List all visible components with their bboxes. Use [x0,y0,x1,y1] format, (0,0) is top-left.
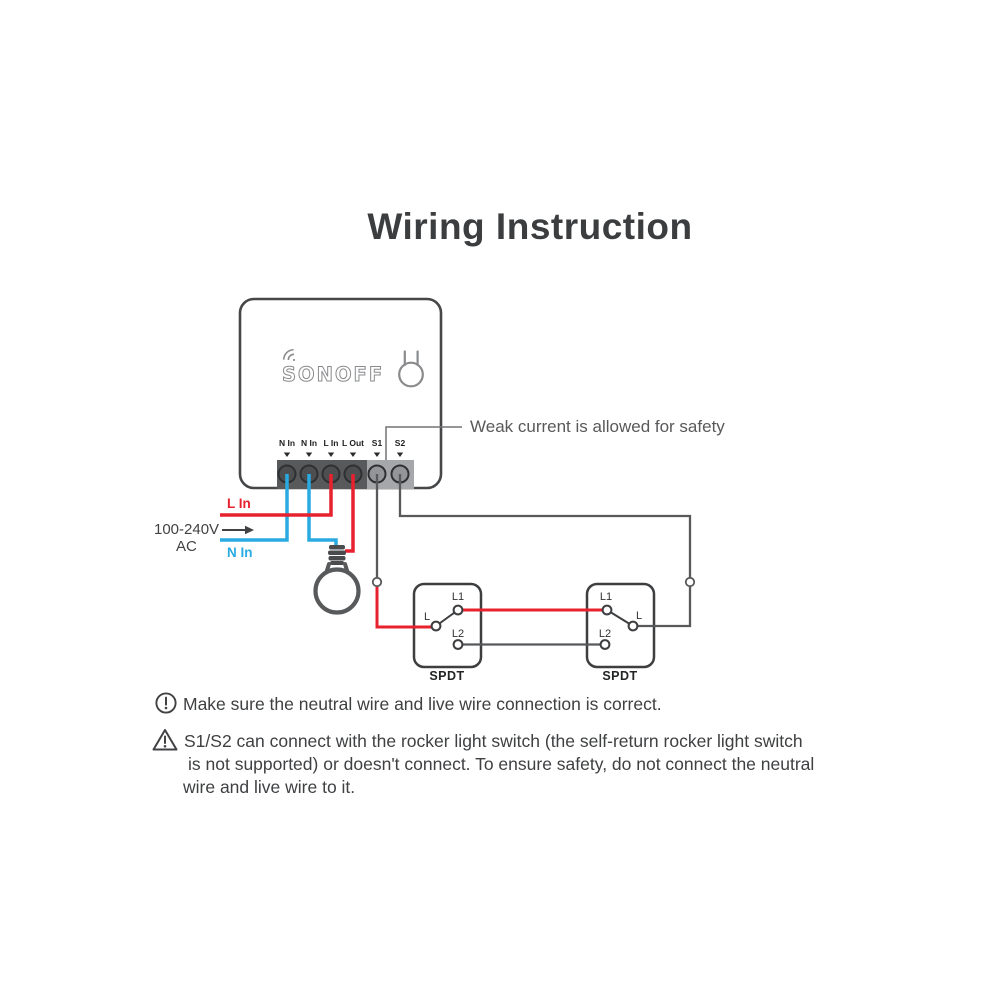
switch-2-contact-l [627,620,639,632]
switch-1-label-l: L [423,611,431,623]
wire-live-supply [220,474,333,517]
switch-1-type-label: SPDT [429,669,465,683]
junction-node-right [684,576,696,588]
switch-2-label-l: L [635,610,643,622]
switch-1-label-l2: L2 [451,628,465,640]
sonoff-logo-text: SONOFF [282,363,384,386]
supply-voltage-label: 100-240V [154,521,220,538]
switch-2-label-l2: L2 [598,628,612,640]
wire-s2-to-switch2 [398,474,692,628]
note-s1s2-line-2: is not supported) or doesn't connect. To… [188,754,815,774]
switch-2-label-l1: L1 [599,591,613,603]
terminal-label-s2: S2 [394,438,406,448]
neutral-in-label: N In [227,545,253,560]
bulb-glass [313,567,361,615]
terminal-label-s1: S1 [371,438,383,448]
switch-2-type-label: SPDT [602,669,638,683]
keyhole-icon [398,350,424,388]
terminal-label-l-in: L In [323,438,339,448]
supply-ac-label: AC [176,538,197,555]
junction-node-left [371,576,383,588]
switch-1-contact-l2 [452,639,464,650]
switch-1-label-l1: L1 [451,591,465,603]
wire-neutral-to-bulb [307,474,338,549]
smart-switch-device: SONOFF [238,297,443,490]
circle-exclamation-icon [155,692,177,714]
callout-leader-line [385,426,462,460]
note-s1s2-line-1: S1/S2 can connect with the rocker light … [184,731,803,751]
note-neutral-live: Make sure the neutral wire and live wire… [183,694,662,714]
terminal-arrow-markers [283,452,404,457]
note-s1s2-line-3: wire and live wire to it. [183,777,356,797]
live-in-label: L In [227,496,251,511]
terminal-label-l-out: L Out [341,438,365,448]
triangle-exclamation-icon [152,729,178,751]
wire-live-out-to-bulb [345,474,355,553]
switch-1-contact-l [430,620,442,632]
terminal-label-n-in-2: N In [300,438,318,448]
device-body [238,297,443,490]
wifi-icon [282,348,296,362]
light-bulb [313,545,361,615]
switch-1-contact-l1 [452,604,464,616]
wire-neutral-supply [220,474,289,542]
sonoff-logo: SONOFF [282,348,424,388]
switch-2-contact-l2 [599,639,611,650]
terminal-label-n-in-1: N In [278,438,296,448]
wire-s1-to-switch1 [375,582,436,629]
switch-2-contact-l1 [601,604,613,616]
bulb-screw-cap [328,545,346,565]
arrow-right-icon [222,525,254,535]
weak-current-callout: Weak current is allowed for safety [470,417,725,436]
page-title: Wiring Instruction [367,206,693,247]
